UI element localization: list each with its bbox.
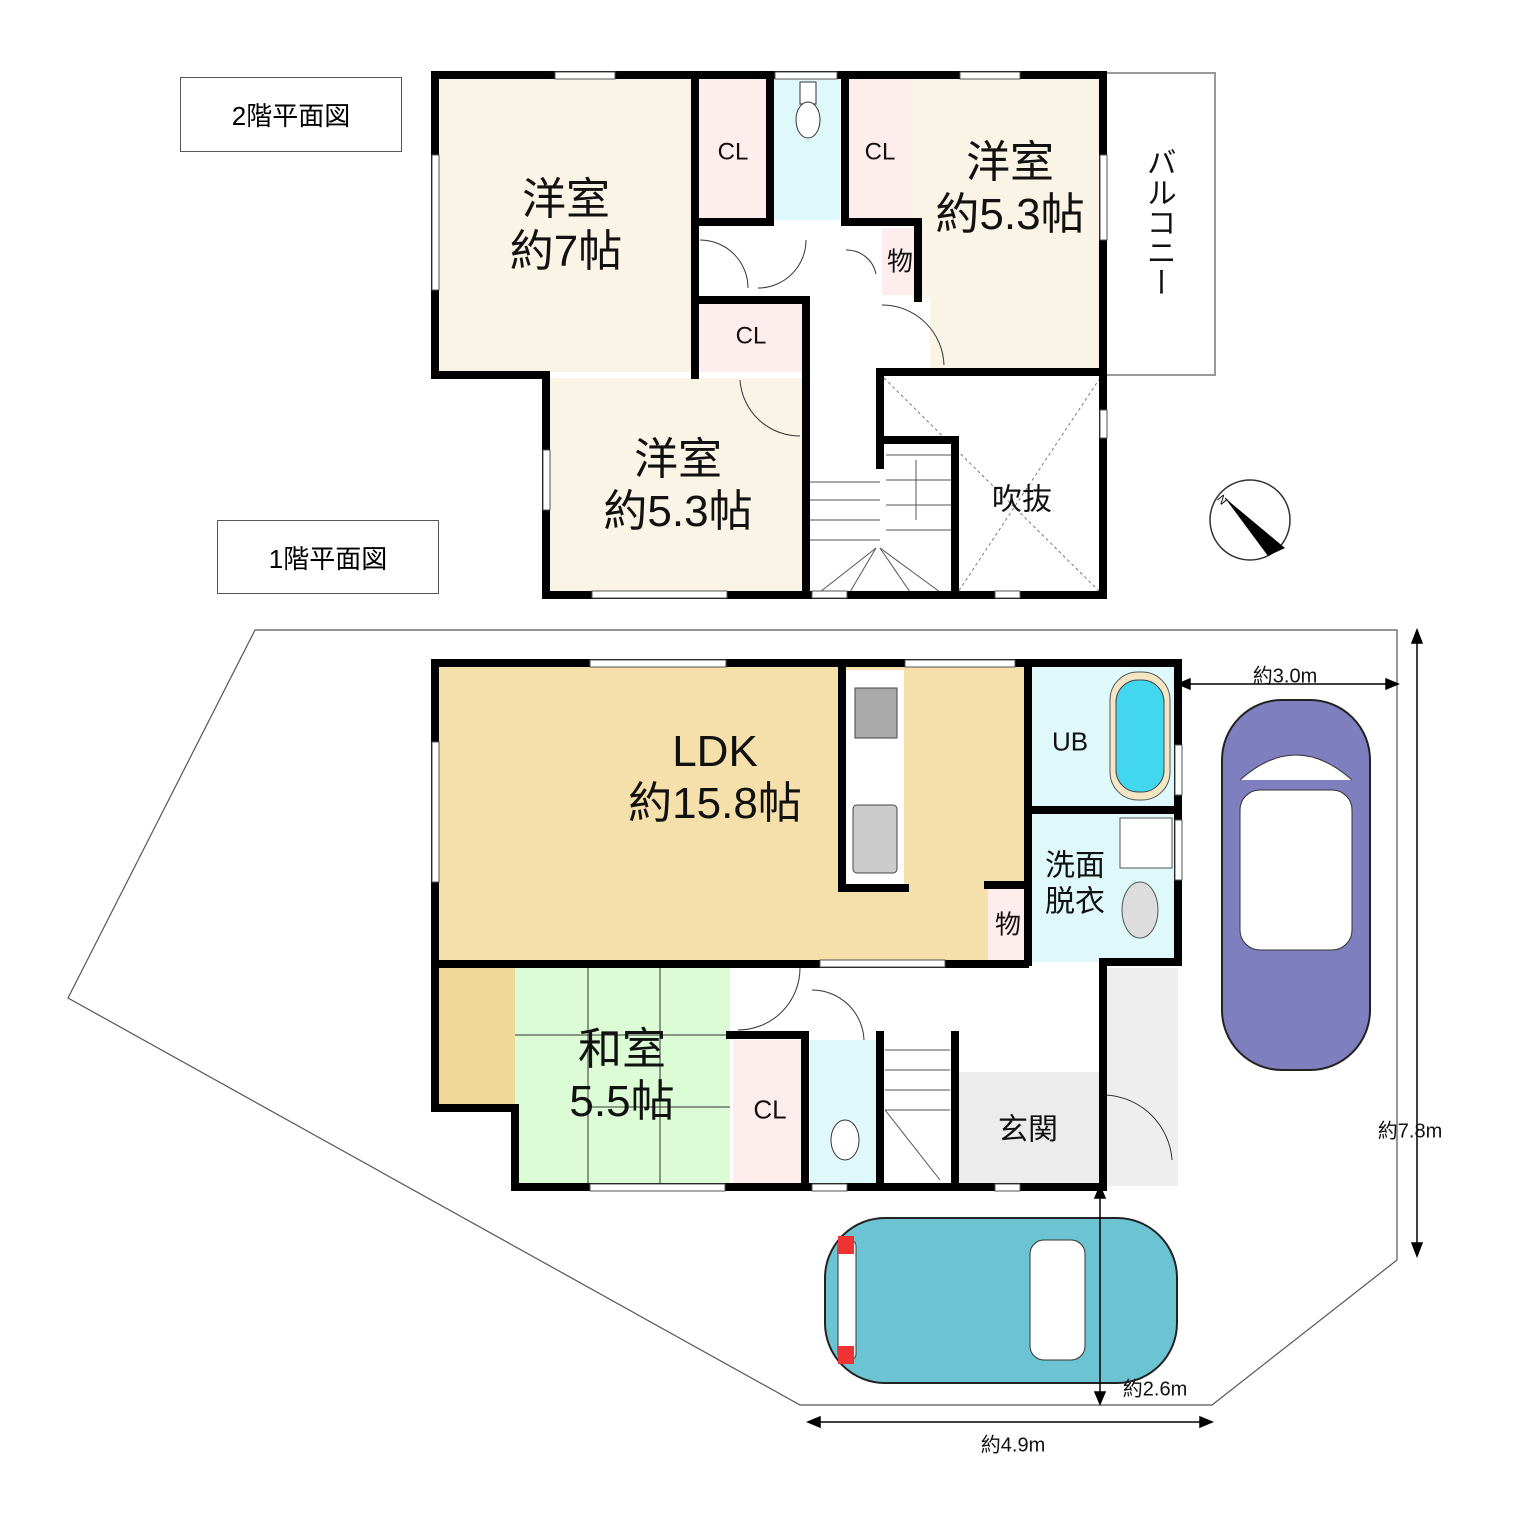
floor2-plan bbox=[431, 71, 1216, 599]
balcony bbox=[1105, 72, 1216, 376]
car-teal-icon bbox=[824, 1217, 1178, 1384]
room-name: 洋室 bbox=[522, 174, 610, 224]
compass-icon bbox=[1209, 479, 1291, 561]
closet-1f bbox=[733, 1040, 803, 1186]
room-name: LDK bbox=[672, 726, 758, 776]
room-western-53b bbox=[549, 378, 806, 592]
entrance bbox=[958, 1072, 1100, 1186]
room-name: 洋室 bbox=[634, 434, 722, 484]
room-size: 約5.3帖 bbox=[603, 486, 753, 536]
closet-label: CL bbox=[735, 322, 767, 350]
porch bbox=[1106, 968, 1178, 1186]
storage-1f bbox=[988, 885, 1025, 962]
closet-label: CL bbox=[753, 1094, 787, 1125]
hall-2f-b bbox=[806, 224, 880, 594]
closet-2 bbox=[848, 78, 912, 220]
floor1-title: 1階平面図 bbox=[217, 520, 439, 594]
room-name: 和室 bbox=[578, 1024, 666, 1074]
hall-2f-c bbox=[880, 298, 930, 372]
room-size: 約7帖 bbox=[509, 226, 623, 276]
dimension-label: 約2.6m bbox=[1122, 1378, 1188, 1401]
tokonoma bbox=[438, 966, 515, 1106]
room-japanese bbox=[515, 966, 730, 1186]
dimension-label: 約7.8m bbox=[1377, 1120, 1443, 1143]
floor2-title: 2階平面図 bbox=[180, 77, 402, 152]
room-size: 約5.3帖 bbox=[935, 189, 1085, 239]
room-name: 洋室 bbox=[966, 137, 1054, 187]
room-western-7 bbox=[438, 78, 695, 372]
void-label: 吹抜 bbox=[992, 483, 1052, 517]
closet-3 bbox=[697, 302, 803, 372]
closet-1 bbox=[697, 78, 768, 220]
bath-label: UB bbox=[1051, 726, 1089, 757]
washroom-label: 洗面 bbox=[1045, 849, 1105, 883]
dimension-label: 約3.0m bbox=[1252, 665, 1318, 688]
car-purple-icon bbox=[1221, 699, 1371, 1071]
site-boundary bbox=[67, 629, 1398, 1406]
balcony-label: バルコニー bbox=[1141, 147, 1175, 297]
storage-2f bbox=[882, 228, 918, 295]
storage-label: 物 bbox=[886, 246, 914, 277]
entrance-label: 玄関 bbox=[998, 1113, 1058, 1147]
floor1-plan bbox=[431, 659, 1183, 1192]
room-size: 約15.8帖 bbox=[628, 778, 802, 828]
closet-label: CL bbox=[717, 138, 749, 166]
toilet-1f bbox=[810, 1040, 878, 1186]
washroom-label: 脱衣 bbox=[1045, 885, 1105, 919]
room-western-53a bbox=[912, 78, 1103, 372]
storage-label: 物 bbox=[994, 909, 1022, 940]
closet-label: CL bbox=[864, 138, 896, 166]
room-ldk bbox=[438, 666, 1025, 962]
room-size: 5.5帖 bbox=[569, 1076, 675, 1126]
dimension-label: 約4.9m bbox=[980, 1434, 1046, 1457]
